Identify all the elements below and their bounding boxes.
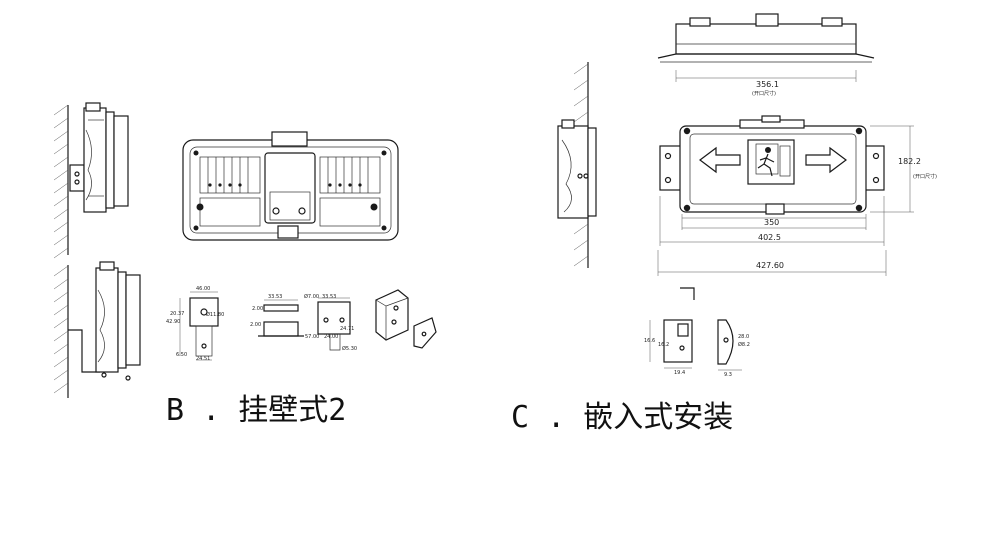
clip-dim-dia-8-2: Ø8.2 <box>738 341 750 348</box>
clip-dim-16-6: 16.6 <box>644 338 655 344</box>
caption-c: C . 嵌入式安装 <box>511 400 733 435</box>
dim-height: 182.2 <box>898 157 921 166</box>
bracket-dim-24-51: 24.51 <box>196 356 210 362</box>
bracket-dim-46: 46.00 <box>196 286 210 292</box>
dim-bracket-width: 402.5 <box>758 233 781 242</box>
c-clip-details: 16.6 16.2 19.4 9.3 28.0 Ø8.2 <box>644 287 750 378</box>
b-bracket-3d <box>375 289 437 349</box>
bracket-dim-dia-7: Ø7.00 <box>304 293 319 300</box>
c-side-view <box>557 62 597 268</box>
c-front-view: 350 402.5 427.60 182.2 (开口尺寸) <box>657 115 937 276</box>
clip-dim-28: 28.0 <box>738 334 749 340</box>
bracket-dim-42-90: 42.90 <box>166 319 180 325</box>
bracket-dim-6-50: 6.50 <box>176 352 187 358</box>
bracket-dim-24-71: 24.71 <box>340 326 354 332</box>
bracket-dim-57: 57.00 <box>305 334 319 340</box>
clip-dim-16-2: 16.2 <box>658 342 669 348</box>
bracket-dim-dia-5-30: Ø5.30 <box>342 345 357 352</box>
b-bracket-detail-3: Ø7.00 33.53 24.71 57.00 24.00 Ø5.30 <box>304 293 357 352</box>
bracket-dim-2b: 2.00 <box>250 322 261 328</box>
b-side-view-upper <box>53 102 129 259</box>
b-side-view-lower <box>53 261 141 398</box>
c-top-view: 356.1 (开口尺寸) <box>657 13 875 97</box>
bracket-dim-dia-11-80: Ø11.80 <box>206 311 224 318</box>
caption-b: B . 挂壁式2 <box>166 393 346 428</box>
dim-height-note: (开口尺寸) <box>913 173 937 180</box>
dim-overall-width: 427.60 <box>756 261 784 270</box>
left-arrow-icon <box>699 146 741 174</box>
clip-dim-19-4: 19.4 <box>674 370 685 376</box>
bracket-dim-33-53b: 33.53 <box>322 294 336 300</box>
bracket-dim-33-53: 33.53 <box>268 294 282 300</box>
b-bracket-detail-2: 33.53 2.00 2.00 <box>250 294 304 337</box>
right-arrow-icon <box>805 146 847 174</box>
dim-inner-width: 350 <box>764 218 779 227</box>
exit-sign-panel <box>747 139 795 185</box>
bracket-dim-2a: 2.00 <box>252 306 263 312</box>
dim-top-width-note: (开口尺寸) <box>752 90 776 97</box>
clip-dim-9-3: 9.3 <box>724 372 732 378</box>
dim-top-width: 356.1 <box>756 80 779 89</box>
b-front-view <box>182 131 399 241</box>
bracket-dim-24: 24.00 <box>324 334 338 340</box>
running-man-icon <box>755 143 791 177</box>
bracket-dim-20-37: 20.37 <box>170 311 184 317</box>
b-bracket-detail-1: 46.00 20.37 42.90 Ø11.80 6.50 24.51 <box>166 286 224 362</box>
